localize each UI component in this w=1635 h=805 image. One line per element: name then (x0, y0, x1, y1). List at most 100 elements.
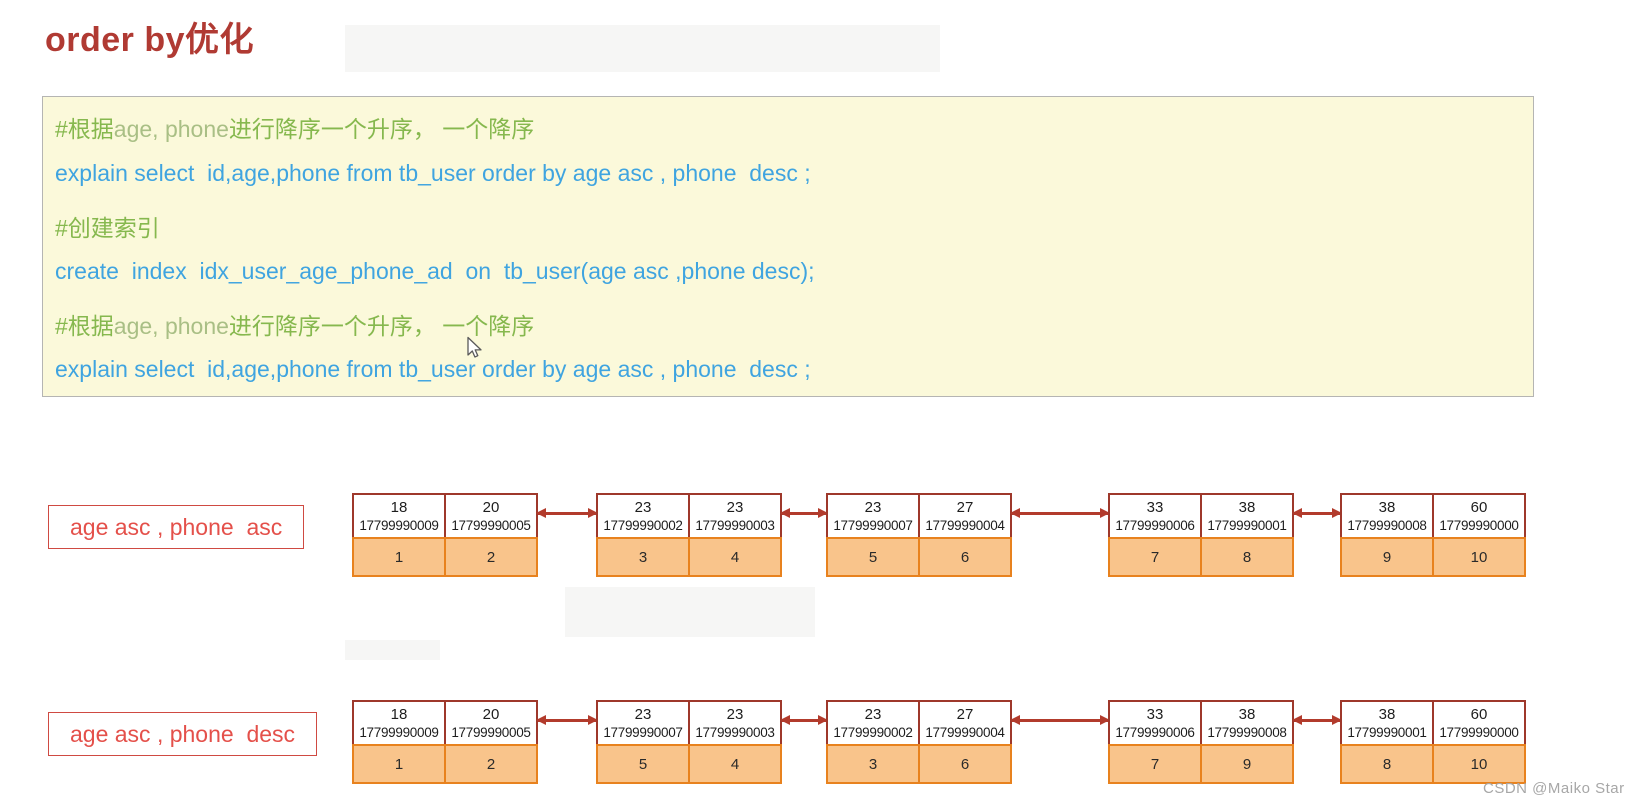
record-id: 10 (1432, 746, 1524, 782)
order-label-text: age asc , phone desc (70, 720, 296, 747)
age-value: 20 (482, 498, 500, 516)
page-title: order by优化 (45, 21, 255, 59)
record-id: 6 (918, 746, 1010, 782)
phone-value: 17799990005 (451, 517, 531, 533)
age-value: 33 (1146, 498, 1164, 516)
age-value: 33 (1146, 705, 1164, 723)
phone-value: 17799990002 (603, 517, 683, 533)
phone-value: 17799990004 (925, 517, 1005, 533)
record-id: 5 (868, 548, 878, 566)
record-id: 4 (688, 746, 780, 782)
phone-value: 17799990005 (451, 724, 531, 740)
phone-value: 17799990004 (925, 724, 1005, 740)
code-text-segment: age, phone (113, 116, 229, 142)
record-id: 4 (688, 539, 780, 575)
order-label-box-desc: age asc , phone desc (48, 712, 318, 756)
code-text-segment: #根据 (55, 116, 114, 142)
age-value: 23 (726, 705, 744, 723)
age-value: 38 (1238, 498, 1256, 516)
phone-value: 17799990001 (1347, 724, 1427, 740)
code-line-comment: #根据age, phone进行降序一个升序， 一个降序 (55, 311, 534, 341)
record-id: 8 (1200, 539, 1292, 575)
order-label-box-asc: age asc , phone asc (48, 505, 305, 549)
age-value: 23 (634, 705, 652, 723)
double-arrow-link-icon (536, 715, 598, 725)
mouse-cursor (467, 336, 482, 358)
record-id: 9 (1200, 746, 1292, 782)
age-value: 23 (634, 498, 652, 516)
code-line-sql: create index idx_user_age_phone_ad on tb… (55, 256, 815, 286)
double-arrow-link-icon (1010, 715, 1110, 725)
record-id-row: 8 10 (1340, 744, 1526, 784)
phone-value: 17799990003 (695, 724, 775, 740)
record-id: 3 (638, 548, 648, 566)
record-id: 8 (1382, 755, 1392, 773)
age-value: 38 (1378, 498, 1396, 516)
double-arrow-link-icon (1292, 508, 1342, 518)
double-arrow-link-icon (1010, 508, 1110, 518)
code-text-segment: 进行降序一个升序， 一个降序 (228, 116, 535, 142)
code-line-comment: #根据age, phone进行降序一个升序， 一个降序 (55, 114, 534, 144)
render-artifact (345, 25, 940, 72)
record-id: 5 (638, 755, 648, 773)
code-text-segment: 进行降序一个升序， 一个降序 (228, 313, 535, 339)
age-value: 27 (956, 498, 974, 516)
age-value: 27 (956, 705, 974, 723)
phone-value: 17799990007 (833, 517, 913, 533)
code-text-segment: explain select id,age,phone from tb_user… (55, 356, 811, 382)
age-value: 18 (390, 498, 408, 516)
order-label-text: age asc , phone asc (70, 513, 283, 540)
record-id: 1 (394, 755, 404, 773)
age-value: 23 (726, 498, 744, 516)
code-text-segment: #创建索引 (55, 215, 160, 241)
age-value: 23 (864, 705, 882, 723)
code-line-sql: explain select id,age,phone from tb_user… (55, 354, 811, 384)
double-arrow-link-icon (780, 508, 828, 518)
record-id: 1 (394, 548, 404, 566)
age-value: 38 (1378, 705, 1396, 723)
